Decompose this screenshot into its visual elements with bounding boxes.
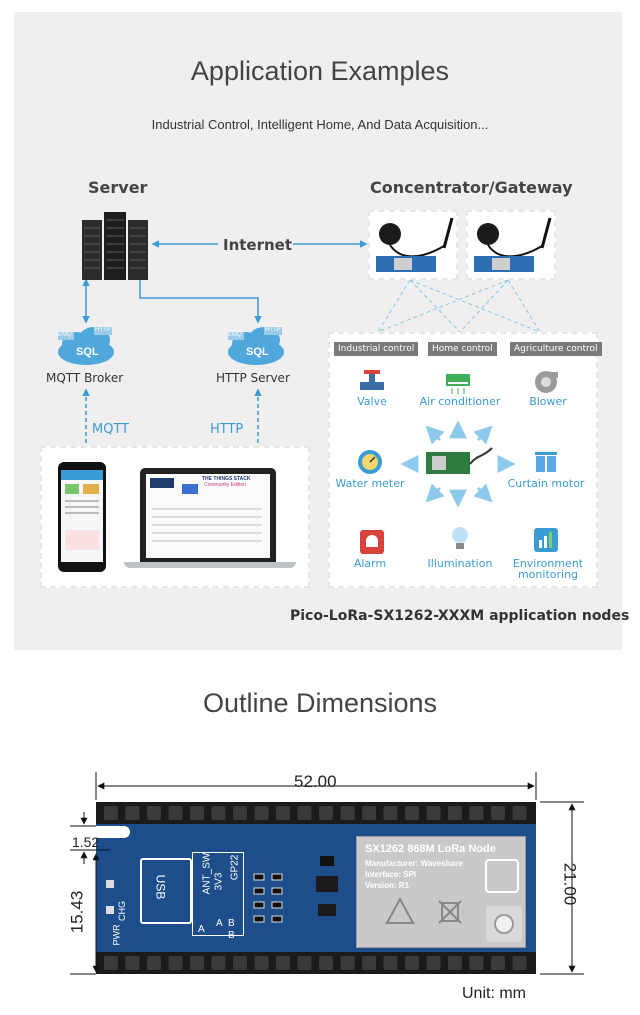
edge-dimension: 1.52 bbox=[72, 834, 100, 850]
node-label-curtain-motor: Curtain motor bbox=[507, 477, 585, 490]
module-version: Version: R1 bbox=[365, 881, 410, 890]
node-label-water-meter: Water meter bbox=[335, 477, 405, 490]
ipex-antenna-connector bbox=[486, 906, 522, 942]
switch-a-label: A bbox=[216, 918, 223, 929]
node-label-alarm: Alarm bbox=[353, 557, 387, 570]
chg-led bbox=[106, 906, 114, 914]
valve-icon bbox=[358, 368, 386, 396]
application-examples-title: Application Examples bbox=[190, 56, 450, 86]
server-rack-icon bbox=[80, 210, 150, 282]
server-label: Server bbox=[88, 178, 148, 197]
category-agriculture-control: Agriculture control bbox=[510, 342, 602, 356]
module-title: SX1262 868M LoRa Node bbox=[365, 843, 496, 855]
http-cloud-icon: EMQ HTTP SQL bbox=[224, 324, 288, 366]
module-manufacturer: Manufacturer: Waveshare bbox=[365, 859, 463, 868]
outline-dimensions-title: Outline Dimensions bbox=[202, 688, 438, 718]
node-label-environment-monitoring: Environment monitoring bbox=[512, 557, 584, 581]
esd-warning-icon bbox=[385, 897, 415, 927]
ttn-title: THE THINGS STACK bbox=[202, 476, 251, 482]
usb-port bbox=[140, 858, 192, 924]
cloud-tag-http: HTTP bbox=[265, 327, 281, 333]
pwr-led bbox=[106, 880, 114, 888]
cloud-tag-sql: SQL bbox=[246, 346, 269, 358]
top-header-pins bbox=[96, 802, 536, 824]
bottom-header-pins bbox=[96, 952, 536, 974]
ttn-subtitle: Community Edition bbox=[204, 482, 246, 488]
cloud-tag-sql: SQL bbox=[76, 346, 99, 358]
3v3-label: 3V3 bbox=[213, 872, 225, 891]
smartphone-icon bbox=[58, 462, 106, 572]
ant-sw-label: ANT_SW bbox=[201, 852, 213, 895]
chg-label: CHG bbox=[117, 901, 127, 921]
category-industrial-control: Industrial control bbox=[334, 342, 419, 356]
gateway-device-1 bbox=[368, 210, 458, 280]
height-dimension: 21.00 bbox=[560, 862, 580, 906]
pico-lora-module-icon bbox=[422, 444, 494, 484]
node-label-valve: Valve bbox=[357, 395, 387, 408]
waveshare-logo-icon bbox=[485, 859, 519, 893]
passive-components bbox=[250, 870, 298, 930]
water-meter-icon bbox=[356, 448, 384, 476]
side-dimension: 15.43 bbox=[67, 890, 87, 934]
illumination-icon bbox=[446, 524, 474, 552]
curtain-motor-icon bbox=[532, 448, 560, 476]
pad-b-label: B bbox=[228, 930, 235, 941]
internet-label: Internet bbox=[223, 236, 293, 254]
usb-label: USB bbox=[153, 874, 168, 900]
pwr-label: PWR bbox=[111, 924, 122, 946]
category-home-control: Home control bbox=[428, 342, 497, 356]
application-examples-subtitle: Industrial Control, Intelligent Home, An… bbox=[151, 117, 489, 132]
regulator-chips bbox=[314, 856, 342, 926]
pad-a-label: A bbox=[198, 924, 205, 935]
http-server-label: HTTP Server bbox=[216, 371, 290, 385]
gateway-label: Concentrator/Gateway bbox=[370, 178, 573, 197]
air-conditioner-icon bbox=[444, 368, 472, 396]
ant-switch-block bbox=[192, 852, 244, 936]
gp22-label: GP22 bbox=[229, 854, 241, 881]
laptop-base bbox=[124, 562, 296, 568]
network-connections bbox=[82, 240, 541, 454]
mount-hole-slot bbox=[96, 826, 130, 838]
environment-monitoring-icon bbox=[532, 526, 560, 554]
cloud-tag-http: HTTP bbox=[95, 327, 111, 333]
laptop-icon: THE THINGS STACK Community Edition bbox=[140, 468, 276, 562]
width-dimension: 52.00 bbox=[294, 772, 337, 791]
alarm-icon bbox=[358, 528, 386, 556]
blower-icon bbox=[532, 368, 560, 396]
switch-b-label: B bbox=[228, 918, 235, 929]
gateway-device-2 bbox=[466, 210, 556, 280]
mqtt-cloud-icon: EMQ HTTP SQL bbox=[54, 324, 118, 366]
cloud-tag-emq: EMQ bbox=[58, 332, 72, 338]
weee-bin-icon bbox=[435, 897, 465, 927]
node-label-air-conditioner: Air conditioner bbox=[419, 395, 501, 408]
node-label-illumination: Illumination bbox=[427, 557, 493, 570]
mqtt-protocol-label: MQTT bbox=[92, 422, 130, 437]
node-label-blower: Blower bbox=[529, 395, 567, 408]
nodes-caption: Pico-LoRa-SX1262-XXXM application nodes bbox=[290, 608, 630, 624]
mqtt-broker-label: MQTT Broker bbox=[46, 371, 124, 385]
unit-label: Unit: mm bbox=[462, 985, 526, 1002]
http-protocol-label: HTTP bbox=[210, 422, 244, 437]
cloud-tag-emq: EMQ bbox=[228, 332, 242, 338]
module-interface: Interface: SPI bbox=[365, 870, 417, 879]
